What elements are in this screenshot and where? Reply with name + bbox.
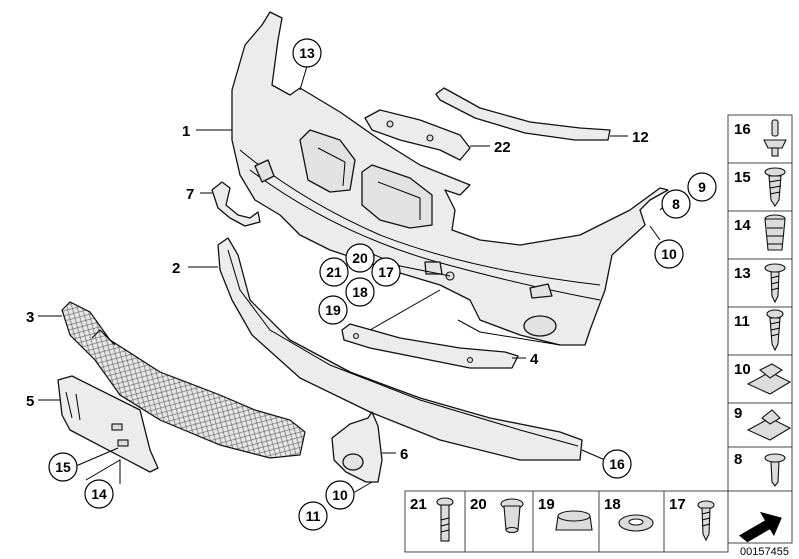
- svg-text:9: 9: [698, 179, 706, 195]
- svg-text:21: 21: [326, 264, 342, 280]
- callout-3: 3: [26, 309, 34, 326]
- screw-icon: [764, 453, 786, 487]
- hardware-label-16: 16: [734, 121, 751, 138]
- svg-text:11: 11: [306, 508, 321, 524]
- seal-strip: [435, 87, 611, 141]
- callout-11: 11: [298, 501, 328, 531]
- lower-spoiler: [217, 237, 583, 461]
- callout-6: 6: [400, 446, 408, 463]
- callout-15: 15: [48, 452, 78, 482]
- screw-icon: [764, 167, 786, 207]
- hardware-label-17: 17: [669, 496, 686, 513]
- expanding-nut-icon: [764, 214, 786, 251]
- callout-5: 5: [26, 393, 34, 410]
- hardware-label-18: 18: [604, 496, 621, 513]
- bolt-icon: [436, 497, 454, 542]
- callout-9: 9: [687, 172, 717, 202]
- catalog-number: 00157455: [740, 546, 789, 558]
- callout-13: 13: [292, 38, 322, 68]
- side-bracket: [211, 181, 261, 227]
- screw-icon: [764, 263, 786, 304]
- lower-bracket: [341, 323, 519, 369]
- lower-grille: [61, 301, 306, 459]
- upper-bracket: [364, 109, 471, 161]
- clip-nut-icon: [746, 363, 792, 395]
- hardware-column: 16 15 14 13 11 10 9 8: [727, 114, 793, 492]
- callout-10-lower: 10: [325, 480, 355, 510]
- callout-18: 18: [345, 277, 375, 307]
- svg-text:13: 13: [299, 45, 315, 61]
- callout-17: 17: [371, 257, 401, 287]
- hardware-label-13: 13: [734, 265, 751, 282]
- callout-8: 8: [661, 189, 691, 219]
- arrow-icon: [738, 511, 782, 543]
- svg-text:18: 18: [352, 284, 368, 300]
- callout-4: 4: [530, 351, 539, 368]
- screw-icon: [766, 309, 784, 352]
- hardware-label-10: 10: [734, 361, 751, 378]
- screw-icon: [697, 500, 715, 542]
- washer-icon: [618, 514, 654, 532]
- fog-light-trim: [331, 411, 383, 483]
- hardware-label-9: 9: [734, 405, 742, 422]
- plain-callouts: 1 2 3 4 5 6 7 12 22: [26, 123, 649, 463]
- svg-text:8: 8: [672, 196, 680, 212]
- callout-20: 20: [345, 243, 375, 273]
- hardware-label-20: 20: [470, 496, 487, 513]
- callout-2: 2: [172, 260, 180, 277]
- grommet-icon: [500, 498, 524, 534]
- hardware-label-21: 21: [410, 496, 427, 513]
- callout-12: 12: [632, 129, 649, 146]
- svg-text:10: 10: [661, 246, 677, 262]
- license-plate-bracket: [57, 375, 159, 473]
- svg-text:19: 19: [325, 302, 341, 318]
- callout-22: 22: [494, 139, 511, 156]
- callout-1: 1: [182, 123, 190, 140]
- svg-text:10: 10: [332, 487, 348, 503]
- clip-nut-icon: [746, 409, 792, 441]
- hardware-label-11: 11: [734, 313, 750, 330]
- svg-text:17: 17: [378, 264, 394, 280]
- svg-text:14: 14: [91, 486, 107, 502]
- svg-text:16: 16: [609, 456, 625, 472]
- svg-text:15: 15: [55, 459, 71, 475]
- callout-16: 16: [602, 449, 632, 479]
- hardware-row: 21 20 19 18 17: [404, 490, 729, 553]
- callout-10-upper: 10: [654, 239, 684, 269]
- hardware-label-19: 19: [538, 496, 555, 513]
- callout-19: 19: [318, 295, 348, 325]
- callout-7: 7: [186, 186, 194, 203]
- rubber-cap-icon: [555, 510, 593, 531]
- circled-callouts: 13 8 9 10 20 21 17 18 19 16 15 14 10 11: [48, 38, 717, 531]
- callout-21: 21: [319, 257, 349, 287]
- clip-rivet-icon: [763, 119, 787, 157]
- hardware-label-15: 15: [734, 169, 751, 186]
- hardware-label-14: 14: [734, 217, 751, 234]
- direction-arrow-box: [727, 490, 793, 544]
- svg-text:20: 20: [352, 250, 368, 266]
- hardware-label-8: 8: [734, 451, 742, 468]
- callout-14: 14: [84, 479, 114, 509]
- bumper-cover: [231, 11, 669, 346]
